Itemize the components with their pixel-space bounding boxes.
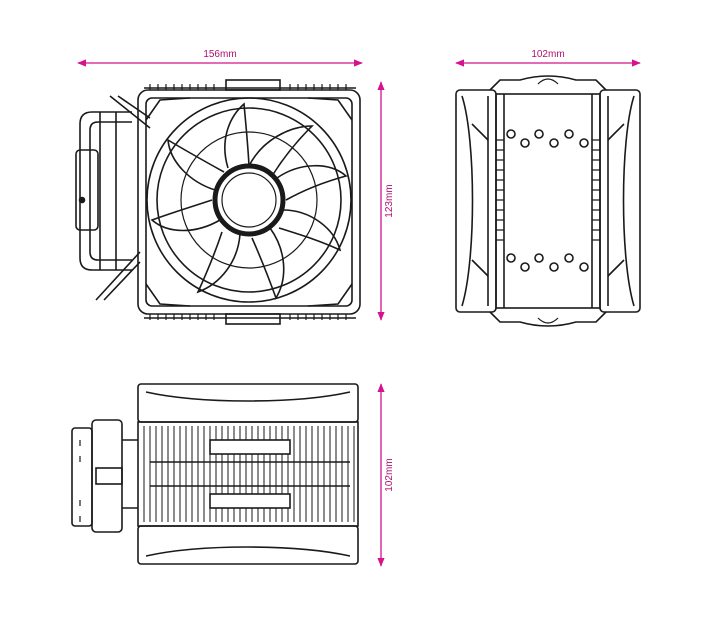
dim-front-height-label: 123mm [384, 184, 395, 217]
top-mounting-bracket [71, 419, 138, 533]
front-heatpipe-bracket [75, 95, 151, 301]
side-right-fan [599, 89, 641, 313]
top-lower-fan [137, 525, 359, 565]
front-fan-hub [212, 163, 286, 237]
side-left-fan [455, 89, 497, 313]
front-fan-frame [137, 79, 361, 325]
top-heatsink-fins [137, 421, 359, 527]
top-upper-fan [137, 383, 359, 423]
top-view [71, 383, 359, 565]
front-fan-outer-ring [146, 97, 352, 303]
front-fan-blades [150, 102, 348, 300]
front-view [75, 79, 361, 325]
dim-top-depth-label: 102mm [384, 458, 395, 491]
dim-side-width-label: 102mm [531, 49, 564, 60]
dim-front-width-label: 156mm [203, 49, 236, 60]
side-heatsink [489, 75, 607, 327]
side-view [455, 75, 641, 327]
dimension-lines [77, 59, 641, 567]
